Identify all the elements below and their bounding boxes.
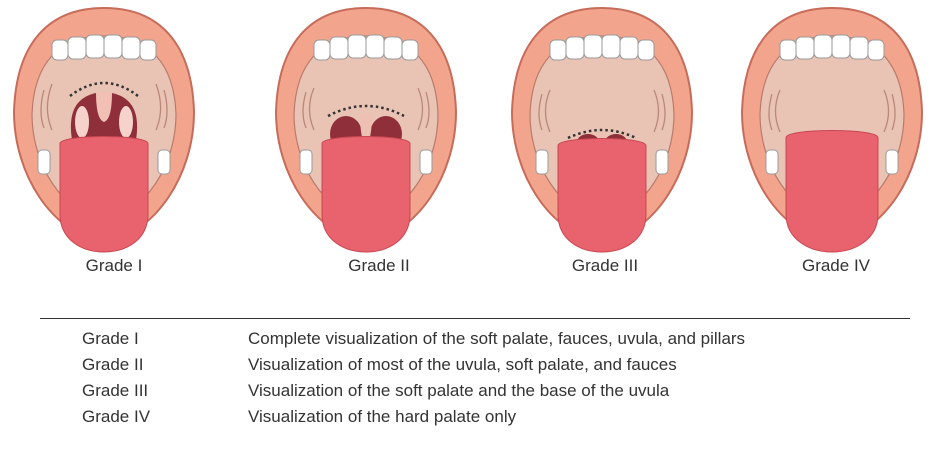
mouth-illustration-grade-4 — [736, 4, 928, 254]
grade-caption: Grade I — [18, 256, 210, 276]
mouth-illustration-grade-2 — [270, 4, 462, 254]
tongue — [558, 139, 646, 253]
table-row: Grade IV Visualization of the hard palat… — [82, 407, 922, 433]
table-row: Grade I Complete visualization of the so… — [82, 329, 922, 355]
grade-label: Grade II — [82, 355, 143, 375]
divider-line — [40, 318, 910, 319]
table-row: Grade II Visualization of most of the uv… — [82, 355, 922, 381]
grade-label: Grade IV — [82, 407, 150, 427]
left-tonsil — [75, 106, 89, 138]
mouth-illustration-grade-3 — [506, 4, 698, 254]
grade-caption: Grade II — [283, 256, 475, 276]
grade-description: Visualization of the hard palate only — [248, 407, 516, 427]
table-row: Grade III Visualization of the soft pala… — [82, 381, 922, 407]
mouth-illustration-grade-1 — [8, 4, 200, 254]
grade-caption: Grade IV — [740, 256, 932, 276]
tongue — [60, 137, 148, 253]
grade-caption: Grade III — [509, 256, 701, 276]
grade-description: Visualization of the soft palate and the… — [248, 381, 669, 401]
grade-description: Visualization of most of the uvula, soft… — [248, 355, 677, 375]
tongue — [786, 131, 878, 253]
right-tonsil — [119, 106, 133, 138]
grade-label: Grade III — [82, 381, 148, 401]
tongue — [322, 137, 410, 253]
grade-description: Complete visualization of the soft palat… — [248, 329, 745, 349]
grade-description-table: Grade I Complete visualization of the so… — [82, 329, 922, 433]
grade-label: Grade I — [82, 329, 139, 349]
